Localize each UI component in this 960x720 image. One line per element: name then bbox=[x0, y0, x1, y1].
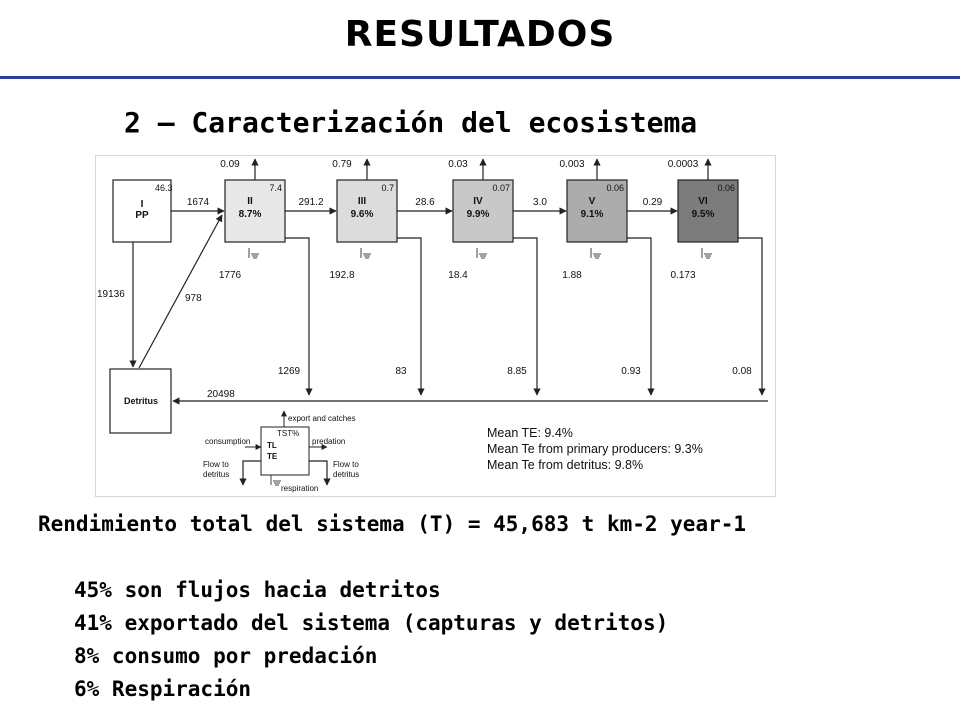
legend-flow-right-arrow bbox=[309, 460, 331, 486]
legend-tl-label: TL bbox=[267, 441, 277, 450]
detritus-flow-value: 0.93 bbox=[621, 366, 641, 377]
pp-to-detritus-value: 19136 bbox=[97, 289, 125, 300]
system-throughput: Rendimiento total del sistema (T) = 45,6… bbox=[38, 512, 747, 536]
respiration-value: 1776 bbox=[219, 270, 242, 281]
trophic-level-box bbox=[566, 179, 628, 243]
export-value: 0.0003 bbox=[668, 159, 699, 170]
legend-flow-left-arrow bbox=[239, 460, 261, 486]
respiration-ground-icon bbox=[476, 248, 487, 259]
level-label: VI bbox=[698, 196, 708, 207]
mean-te-stat: Mean TE: 9.4% bbox=[487, 426, 573, 440]
respiration-value: 0.173 bbox=[670, 270, 695, 281]
detritus-box bbox=[109, 368, 172, 434]
legend-flow-right-label-2: detritus bbox=[333, 470, 359, 479]
summary-list: 45% son flujos hacia detritos 41% export… bbox=[74, 574, 668, 706]
detritus-label: Detritus bbox=[124, 396, 158, 406]
level-top-value: 0.06 bbox=[717, 183, 735, 193]
level-efficiency: 9.6% bbox=[351, 209, 374, 220]
legend-tst-label: TST% bbox=[277, 429, 299, 438]
level-efficiency: 9.9% bbox=[467, 209, 490, 220]
respiration-value: 18.4 bbox=[448, 270, 468, 281]
level-label: V bbox=[589, 196, 596, 207]
summary-item-respiration: 6% Respiración bbox=[74, 677, 252, 701]
export-value: 0.09 bbox=[220, 159, 240, 170]
slide-title: RESULTADOS bbox=[344, 14, 616, 55]
level-label: II bbox=[247, 196, 253, 207]
pp-level-label: I bbox=[141, 199, 144, 210]
summary-item-detritus-flow: 45% son flujos hacia detritos bbox=[74, 578, 441, 602]
legend-predation-label: predation bbox=[312, 437, 345, 446]
trophic-flow-value: 1674 bbox=[187, 197, 210, 208]
legend-export-label: export and catches bbox=[288, 414, 356, 423]
export-value: 0.003 bbox=[559, 159, 584, 170]
trophic-flow-value: 3.0 bbox=[533, 197, 547, 208]
detritus-flow-arrow bbox=[738, 237, 766, 396]
legend-consumption-label: consumption bbox=[205, 437, 250, 446]
respiration-ground-icon bbox=[590, 248, 601, 259]
level-top-value: 7.4 bbox=[269, 183, 282, 193]
detritus-flow-arrow bbox=[513, 237, 541, 396]
trophic-level-box bbox=[336, 179, 398, 243]
pp-name-label: PP bbox=[135, 210, 149, 221]
detritus-flow-value: 8.85 bbox=[507, 366, 527, 377]
export-value: 0.03 bbox=[448, 159, 468, 170]
trophic-flow-value: 291.2 bbox=[298, 197, 323, 208]
detritus-total-value: 20498 bbox=[207, 389, 235, 400]
title-rule bbox=[0, 76, 960, 79]
respiration-ground-icon bbox=[248, 248, 259, 259]
level-efficiency: 9.5% bbox=[692, 209, 715, 220]
detritus-flow-arrow bbox=[627, 237, 655, 396]
pp-value-label: 46.3 bbox=[155, 183, 173, 193]
level-top-value: 0.07 bbox=[492, 183, 510, 193]
level-label: III bbox=[358, 196, 367, 207]
detritus-flow-arrow bbox=[397, 237, 425, 396]
mean-te-stat: Mean Te from detritus: 9.8% bbox=[487, 458, 643, 472]
legend-te-label: TE bbox=[267, 452, 278, 461]
level-label: IV bbox=[473, 196, 483, 207]
respiration-ground-icon bbox=[360, 248, 371, 259]
trophic-flow-value: 0.29 bbox=[643, 197, 663, 208]
detritus-flow-arrow bbox=[285, 237, 313, 396]
level-top-value: 0.7 bbox=[381, 183, 394, 193]
legend-box bbox=[260, 426, 310, 476]
legend-flow-left-label-2: detritus bbox=[203, 470, 229, 479]
legend-respiration-label: respiration bbox=[281, 484, 318, 493]
slide-subtitle: 2 – Caracterización del ecosistema bbox=[124, 106, 698, 139]
detritus-flow-value: 0.08 bbox=[732, 366, 752, 377]
summary-item-export: 41% exportado del sistema (capturas y de… bbox=[74, 611, 669, 635]
export-value: 0.79 bbox=[332, 159, 352, 170]
detritus-to-ii-value: 978 bbox=[185, 293, 202, 304]
detritus-flow-value: 1269 bbox=[278, 366, 301, 377]
legend-flow-left-label-1: Flow to bbox=[203, 460, 229, 469]
primary-producer-box bbox=[112, 179, 172, 243]
respiration-value: 192.8 bbox=[329, 270, 354, 281]
legend-flow-right-label-1: Flow to bbox=[333, 460, 359, 469]
respiration-value: 1.88 bbox=[562, 270, 582, 281]
level-efficiency: 9.1% bbox=[581, 209, 604, 220]
legend-respiration-icon bbox=[270, 475, 281, 486]
respiration-ground-icon bbox=[701, 248, 712, 259]
summary-item-predation: 8% consumo por predación bbox=[74, 644, 378, 668]
trophic-level-box bbox=[452, 179, 514, 243]
mean-te-stat: Mean Te from primary producers: 9.3% bbox=[487, 442, 703, 456]
level-efficiency: 8.7% bbox=[239, 209, 262, 220]
trophic-level-box bbox=[677, 179, 739, 243]
trophic-flow-value: 28.6 bbox=[415, 197, 435, 208]
detritus-flow-value: 83 bbox=[395, 366, 407, 377]
detritus-to-ii-arrow bbox=[138, 214, 223, 369]
level-top-value: 0.06 bbox=[606, 183, 624, 193]
trophic-level-box bbox=[224, 179, 286, 243]
